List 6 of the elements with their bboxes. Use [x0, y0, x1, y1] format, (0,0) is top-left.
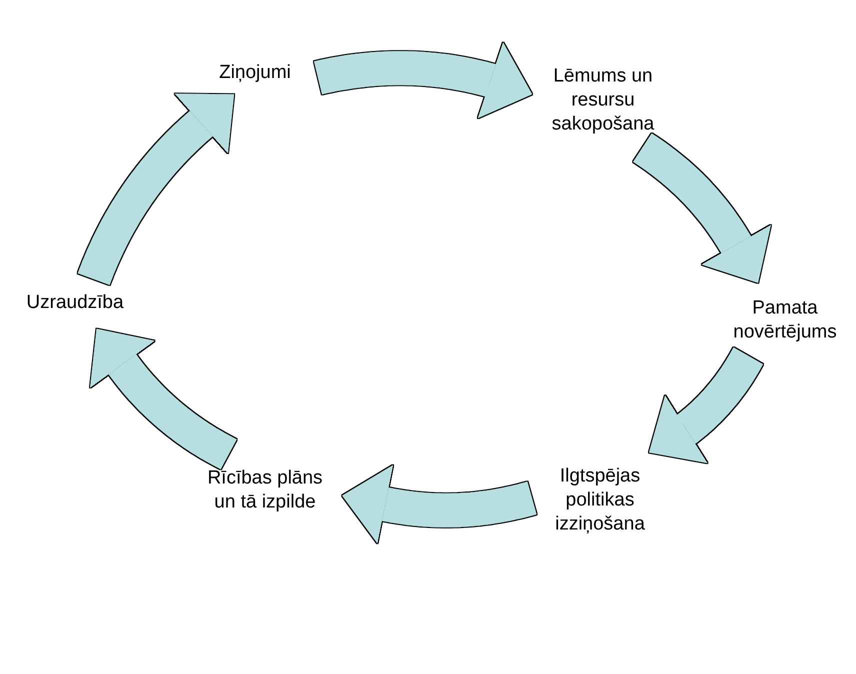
stage-label: Rīcības plāns un tā izpilde [206, 466, 324, 514]
stage-label: Ziņojumi [218, 61, 292, 85]
stage-label: Ilgtspējas politikas izziņošana [554, 464, 646, 536]
stage-label: Pamata novērtējums [732, 296, 838, 344]
stage-label: Lēmums un resursu sakopošana [550, 64, 656, 136]
stage-label: Uzraudzība [25, 291, 125, 315]
